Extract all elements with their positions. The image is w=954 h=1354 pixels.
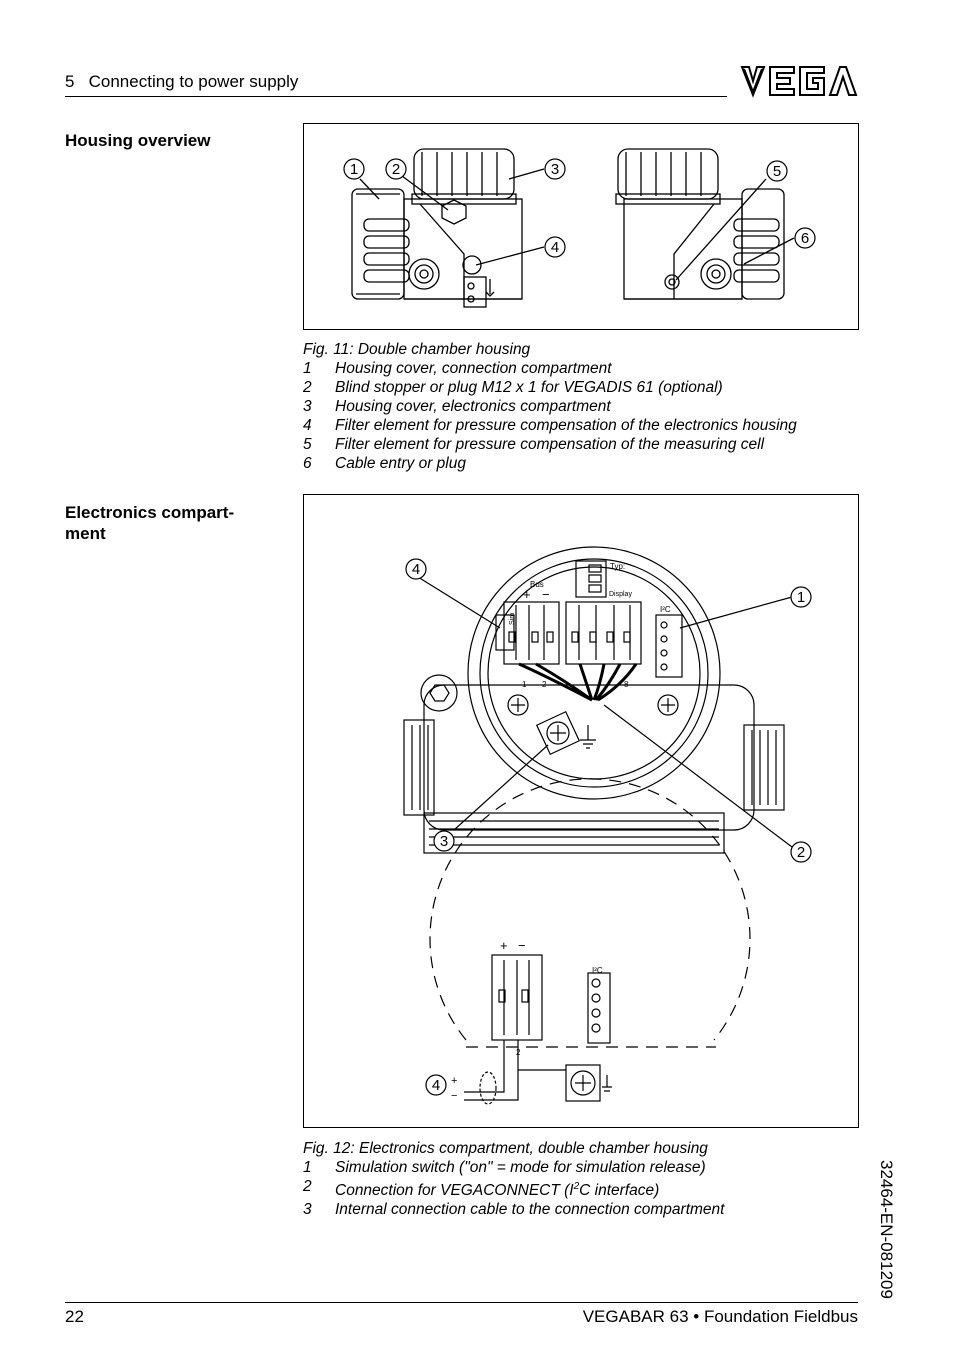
callout-1: 1	[797, 589, 805, 606]
label-display: Display	[609, 591, 632, 598]
detail-label-minus: −	[518, 938, 526, 953]
wire-minus: −	[451, 1090, 457, 1102]
header-rule	[65, 96, 727, 97]
label-minus: −	[542, 587, 550, 602]
detail-terminal-2: 2	[516, 1048, 521, 1057]
vega-logo	[740, 63, 858, 104]
callout-6: 6	[801, 230, 809, 247]
terminal-2: 2	[542, 680, 547, 689]
figure-double-chamber-housing: 1 2 3 4 5 6	[303, 123, 859, 330]
callout-4: 4	[412, 561, 420, 578]
label-bus: Bus	[530, 580, 544, 589]
heading-housing-overview: Housing overview	[65, 131, 211, 150]
callout-3: 3	[551, 161, 559, 178]
callout-1: 1	[350, 161, 358, 178]
section-header: 5 Connecting to power supply	[65, 72, 299, 91]
heading-electronics-compartment: Electronics compart- ment	[65, 503, 235, 543]
label-typ: Typ:	[610, 562, 625, 571]
label-plus: +	[523, 587, 531, 602]
callout-4: 4	[551, 239, 559, 256]
wire-plus: +	[451, 1075, 457, 1087]
document-number-container: 32464-EN-081209	[874, 1160, 896, 1310]
caption-title: Fig. 11: Double chamber housing	[303, 341, 531, 358]
caption-fig-12: Fig. 12: Electronics compartment, double…	[303, 1139, 857, 1219]
callout-2: 2	[392, 161, 400, 178]
caption-title: Fig. 12: Electronics compartment, double…	[303, 1140, 708, 1157]
terminal-8: 8	[624, 680, 629, 689]
document-number: 32464-EN-081209	[877, 1160, 896, 1299]
product-name: VEGABAR 63 • Foundation Fieldbus	[582, 1307, 858, 1326]
callout-5: 5	[773, 163, 781, 180]
page-number: 22	[65, 1307, 84, 1326]
label-i2c: I²C	[660, 605, 671, 614]
figure-electronics-compartment: 4 1 3 2 4 Typ: Display Bus Sim I²C 1 2 8…	[303, 494, 859, 1128]
label-sim: Sim	[509, 613, 516, 625]
callout-4-detail: 4	[432, 1077, 440, 1094]
footer-rule	[65, 1302, 858, 1303]
terminal-1: 1	[522, 680, 527, 689]
callout-2: 2	[797, 844, 805, 861]
detail-label-i2c: I²C	[592, 966, 603, 975]
detail-label-plus: +	[500, 938, 508, 953]
callout-3: 3	[440, 833, 448, 850]
